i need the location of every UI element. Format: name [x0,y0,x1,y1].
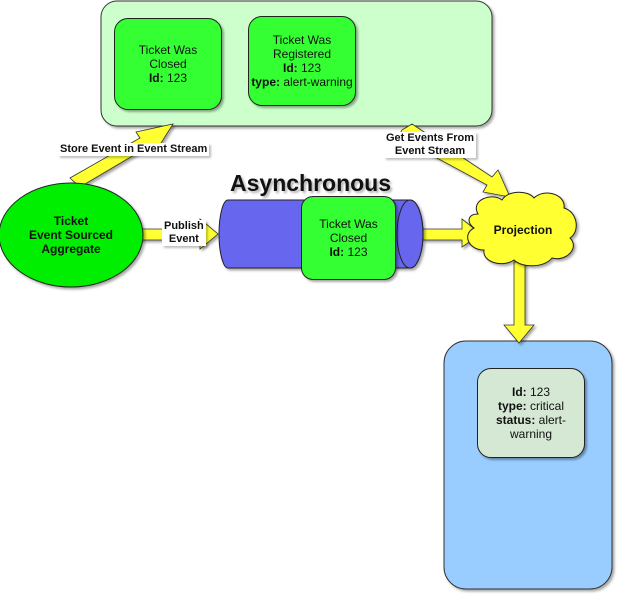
aggregate-label-line: Aggregate [41,242,101,256]
field-key: type: [497,399,527,413]
publish-event-label-line: Publish [164,220,204,232]
store-event-label: Store Event in Event Stream [58,143,210,156]
field-value: 123 [526,385,551,399]
event-card-line: Ticket Was [319,217,378,231]
event-card-line: Registered [272,47,332,61]
aggregate-label-line: Event Sourced [28,228,114,242]
read-model-card[interactable]: Id: 123 type: critical status: alert-war… [477,368,585,458]
field-key: status: [495,413,536,427]
field-key: Id: [511,385,527,399]
get-events-label-line: Get Events From [386,132,475,144]
aggregate-node[interactable] [0,182,144,288]
field-value: 123 [163,71,187,85]
get-events-label-line: Event Stream [394,145,466,157]
field-value: 123 [297,61,322,75]
aggregate-label-line: Ticket [53,214,89,228]
field-value: critical [526,399,564,413]
publish-event-label: Publish Event [162,220,206,246]
projection-label: Projection [493,223,553,237]
field-key: Id: [329,245,345,259]
queue-event-card[interactable]: Ticket Was Closed Id: 123 [301,196,396,280]
event-card-line: Ticket Was [138,43,198,57]
diagram-title: Asynchronous [230,170,392,196]
projection-to-read-model-arrow [503,261,535,344]
publish-event-label-line: Event [168,233,199,245]
event-card-ticket-closed[interactable]: Ticket Was Closed Id: 123 [114,18,222,110]
event-card-line: Closed [149,57,187,71]
get-events-label: Get Events From Event Stream [384,132,477,158]
event-card-line: Ticket Was [272,33,332,47]
event-card-ticket-registered[interactable]: Ticket Was Registered Id: 123 type: aler… [248,16,356,106]
event-card-line: Closed [329,231,368,245]
field-key: type: [251,75,280,89]
field-key: Id: [282,61,298,75]
field-value: alert-warning [509,413,567,441]
field-value: 123 [344,245,368,259]
aggregate-label: Ticket Event Sourced Aggregate [0,200,142,270]
field-value: alert-warning [279,75,353,89]
field-key: Id: [148,71,164,85]
projection-cloud[interactable] [467,191,577,267]
